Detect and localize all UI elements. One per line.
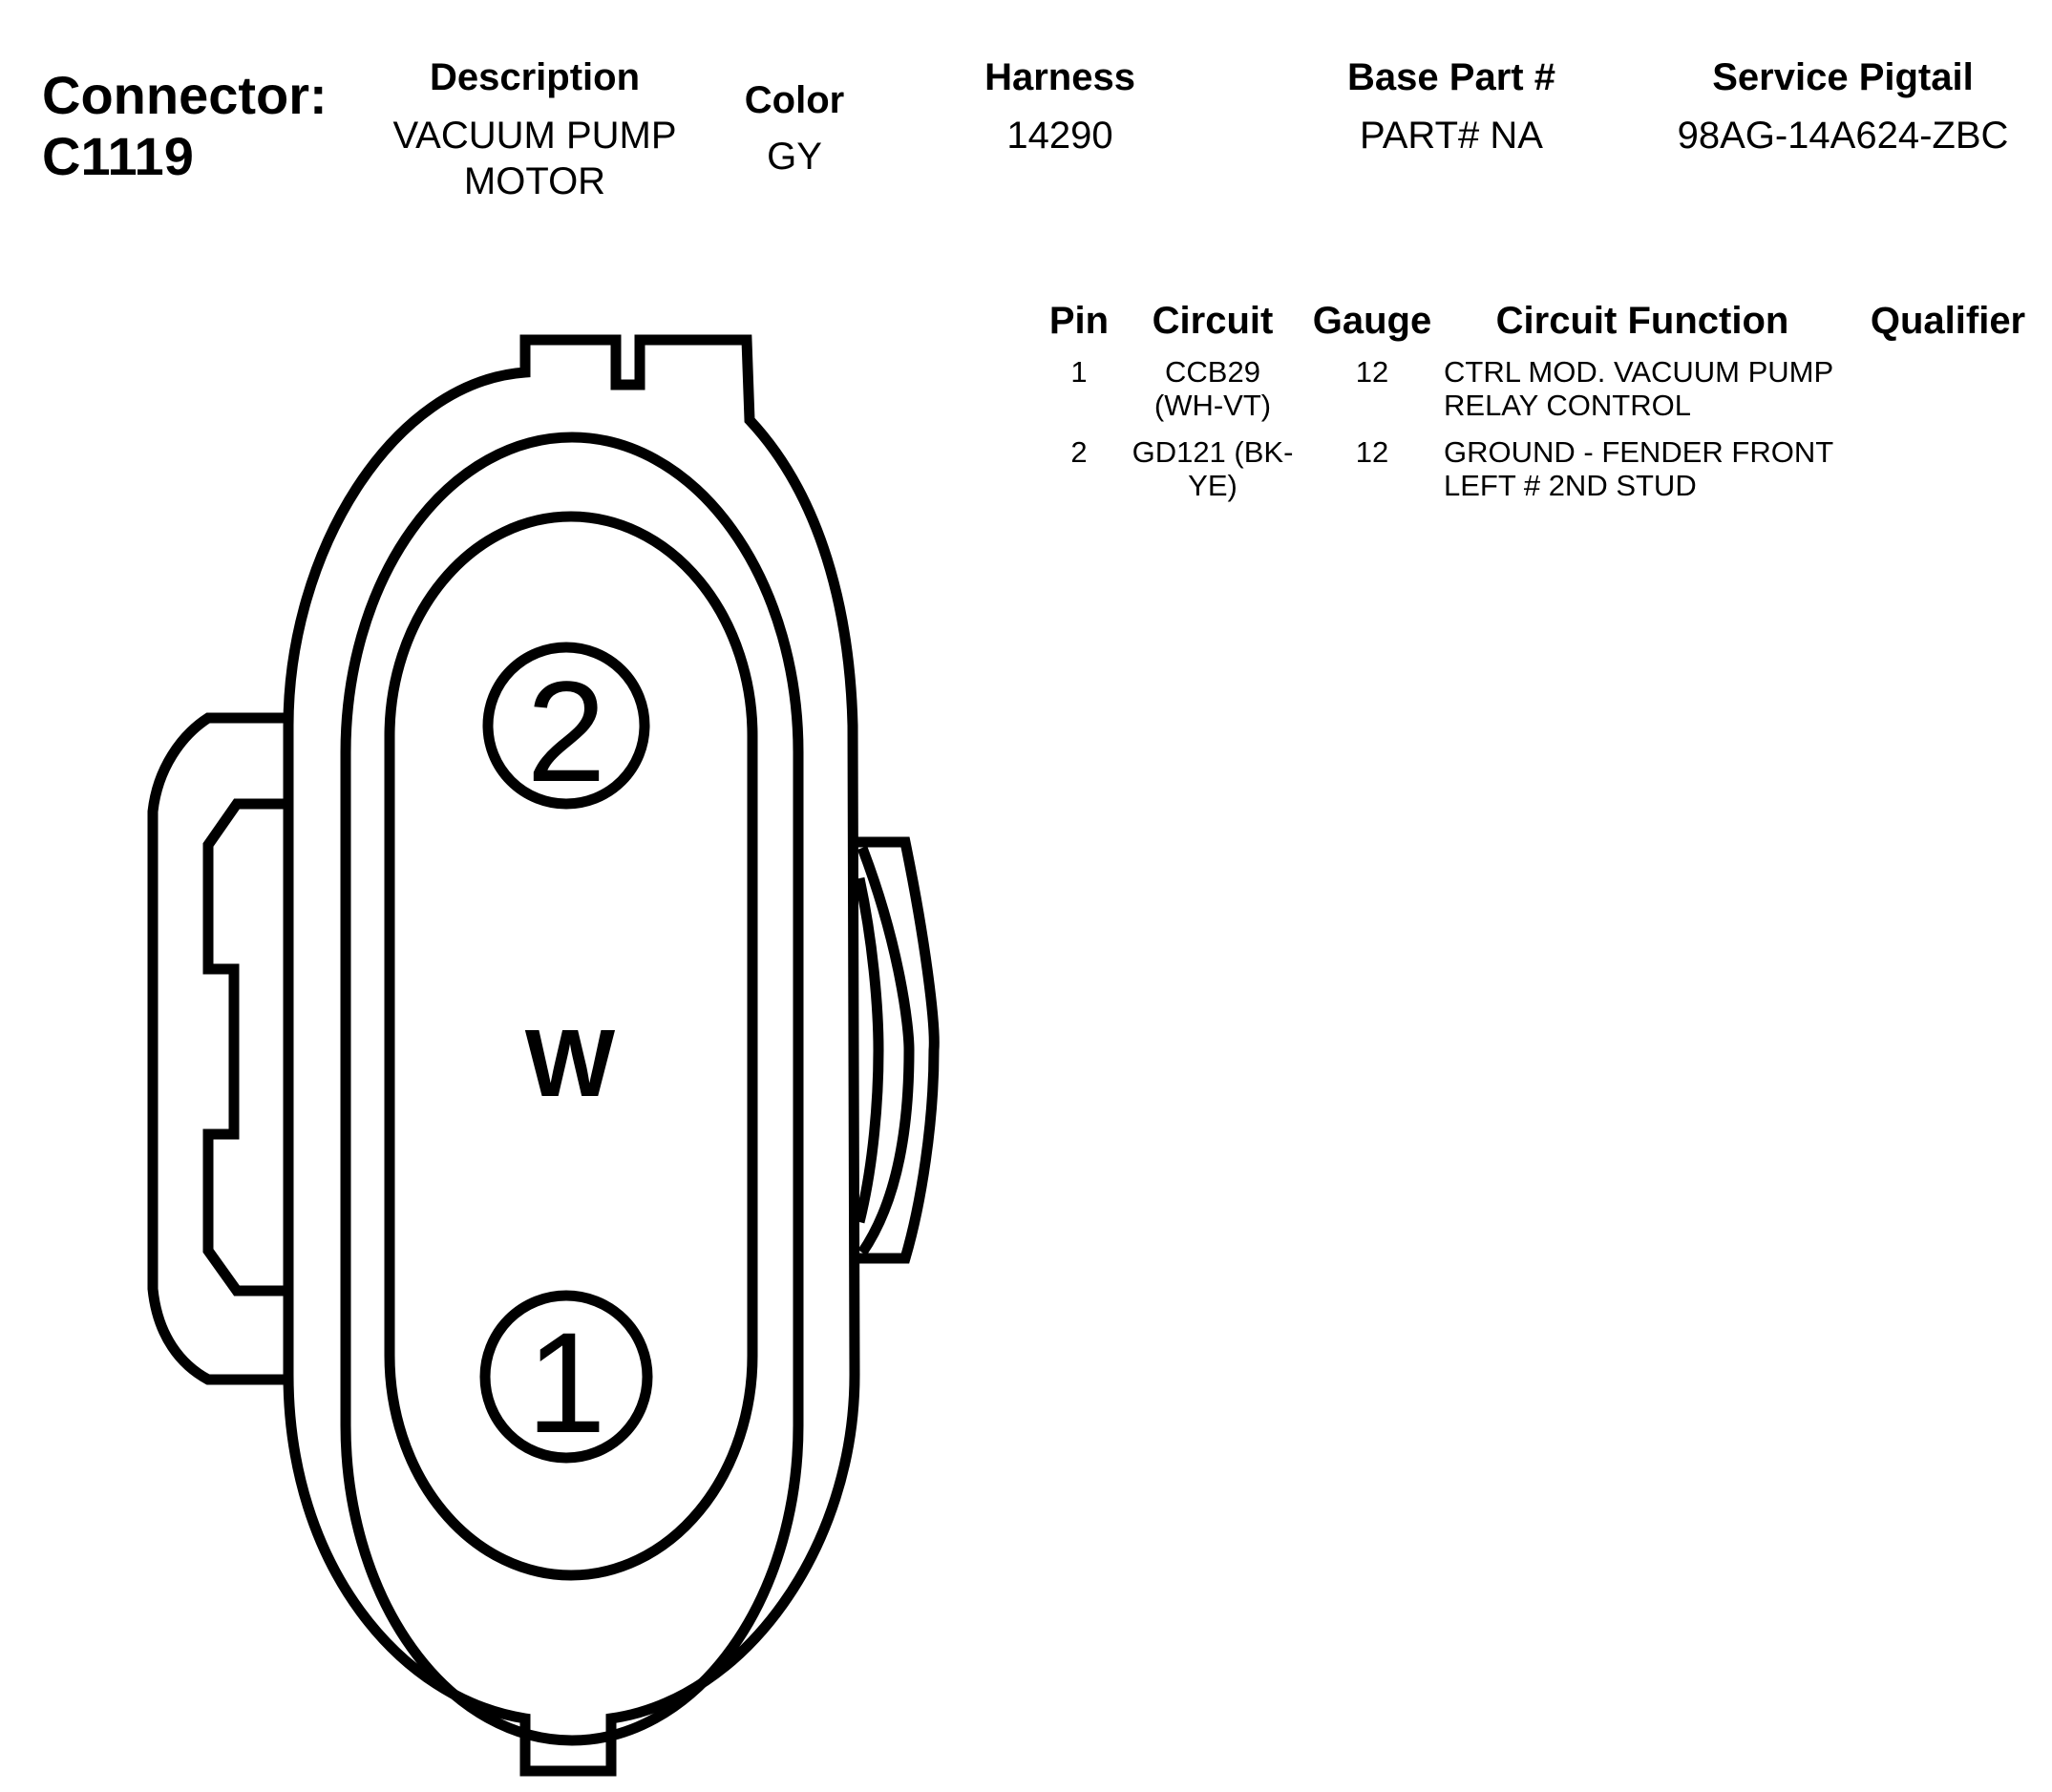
pin-row-1-function-line2: RELAY CONTROL: [1444, 389, 1691, 422]
pin-row-2-function-line2: LEFT # 2ND STUD: [1444, 469, 1697, 502]
pin-row-1-circuit: CCB29 (WH-VT): [1117, 355, 1308, 422]
pin-row-1-function: CTRL MOD. VACUUM PUMP RELAY CONTROL: [1444, 355, 1845, 422]
service-pigtail-value: 98AG-14A624-ZBC: [1677, 115, 2009, 157]
pin-row-2-gauge: 12: [1355, 435, 1389, 469]
key-mark: W: [525, 1010, 616, 1117]
description-value-line2: MOTOR: [463, 160, 606, 202]
pin-row-2-circuit-line1: GD121 (BK-: [1132, 435, 1294, 469]
middle-contour: [340, 432, 804, 1746]
color-value: GY: [767, 136, 822, 178]
pin-row-1-function-line1: CTRL MOD. VACUUM PUMP: [1444, 355, 1834, 389]
pin-2-circle: [482, 642, 650, 810]
outer-housing: [283, 334, 860, 1777]
description-value: VACUUM PUMP MOTOR: [363, 113, 707, 204]
right-latch-rib-inner: [854, 876, 884, 1224]
description-value-line1: VACUUM PUMP: [392, 115, 677, 157]
pin-row-1-circuit-line1: CCB29: [1165, 355, 1260, 389]
harness-header: Harness: [984, 56, 1135, 98]
inner-cavity: [384, 511, 758, 1581]
pin-row-2-pin: 2: [1070, 435, 1088, 469]
pin-row-2-circuit: GD121 (BK- YE): [1117, 435, 1308, 502]
color-header: Color: [744, 79, 845, 121]
pin-table-header-qualifier: Qualifier: [1870, 300, 2026, 342]
connector-id: C1119: [42, 126, 194, 186]
pin-row-2-circuit-line2: YE): [1188, 469, 1238, 502]
right-latch-frame: [857, 836, 940, 1264]
pin-2-label: 2: [526, 651, 605, 812]
pin-1-circle: [479, 1290, 653, 1464]
base-part-value: PART# NA: [1360, 115, 1543, 157]
right-latch: [854, 836, 940, 1264]
pin-table-header-gauge: Gauge: [1312, 300, 1432, 342]
pin-row-2-function: GROUND - FENDER FRONT LEFT # 2ND STUD: [1444, 435, 1845, 502]
description-header: Description: [429, 56, 641, 98]
pin-row-1-gauge: 12: [1355, 355, 1389, 389]
pin-table-header-circuit: Circuit: [1152, 300, 1274, 342]
pin-table-header-function: Circuit Function: [1495, 300, 1789, 342]
pin-1-socket: 1: [479, 1290, 653, 1464]
base-part-header: Base Part #: [1347, 56, 1555, 98]
service-pigtail-header: Service Pigtail: [1712, 56, 1974, 98]
pin-1-label: 1: [526, 1302, 605, 1463]
left-latch-outer: [147, 712, 285, 1385]
pin-2-socket: 2: [482, 642, 650, 812]
harness-value: 14290: [1006, 115, 1113, 157]
right-latch-rib: [857, 846, 915, 1256]
connector-label: Connector:: [42, 65, 328, 125]
connector-face-diagram: 2 W 1: [147, 334, 940, 1777]
left-latch-inner: [202, 798, 285, 1297]
pin-row-1-pin: 1: [1070, 355, 1088, 389]
left-latch: [147, 712, 285, 1385]
pin-row-1-circuit-line2: (WH-VT): [1153, 389, 1272, 422]
pin-row-2-function-line1: GROUND - FENDER FRONT: [1444, 435, 1834, 469]
pin-table-header-pin: Pin: [1048, 300, 1110, 342]
